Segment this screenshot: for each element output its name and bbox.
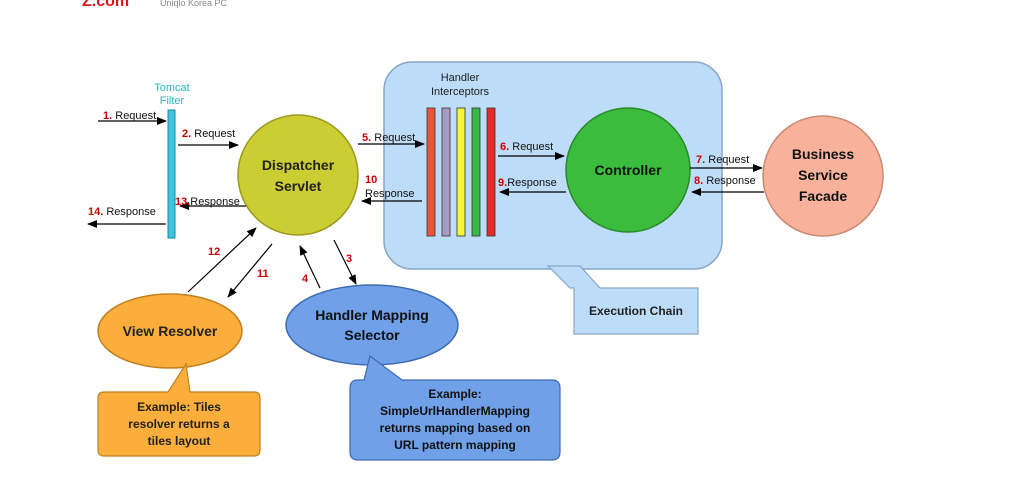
interceptor-bar-2 [441, 107, 451, 237]
handler-mapping-example-line2: SimpleUrlHandlerMapping [380, 404, 530, 418]
step-10-text: Response [365, 188, 415, 200]
interceptor-bar-3 [456, 107, 466, 237]
interceptor-bar-5 [486, 107, 496, 237]
business-service-facade-node [762, 115, 884, 237]
interceptors-line2: Interceptors [431, 86, 490, 98]
handler-mapping-example-callout [349, 354, 561, 461]
tomcat-filter-line1: Tomcat [154, 82, 189, 94]
view-resolver-example-callout [97, 362, 261, 457]
step-9-label: 9.Response [498, 177, 557, 189]
dispatcher-servlet-node [237, 114, 359, 236]
step-6-label: 6. Request [500, 141, 553, 153]
handler-mapping-line1: Handler Mapping [315, 307, 429, 323]
view-resolver-example-line3: tiles layout [148, 434, 211, 448]
controller-node [565, 107, 691, 233]
step-11-number: 11 [257, 268, 269, 280]
step-8-label: 8. Response [694, 175, 756, 187]
step-5-label: 5. Request [362, 132, 415, 144]
interceptors-line1: Handler [441, 72, 480, 84]
view-resolver-label: View Resolver [123, 323, 218, 339]
step-10-number: 10 [365, 174, 377, 186]
step-7-label: 7. Request [696, 154, 749, 166]
tomcat-filter-bar [167, 109, 176, 239]
step-14-label: 14. Response [88, 206, 156, 218]
arrow-step-11 [227, 243, 273, 298]
handler-mapping-line2: Selector [344, 327, 400, 343]
business-line2: Service [798, 167, 848, 183]
execution-chain-label: Execution Chain [589, 304, 683, 318]
arrow-step-3 [333, 239, 357, 285]
step-13-label: 13.Response [175, 196, 240, 208]
logo-text: Z.com [82, 0, 129, 10]
arrow-step-12 [187, 227, 257, 293]
step-2-label: 2. Request [182, 128, 235, 140]
handler-mapping-example-line1: Example: [428, 387, 481, 401]
flow-arrows [87, 117, 764, 298]
handler-mapping-selector-node [285, 284, 459, 366]
view-resolver-example-line2: resolver returns a [128, 417, 230, 431]
interceptor-bar-1 [426, 107, 436, 237]
step-3-number: 3 [346, 253, 352, 265]
execution-chain-callout [546, 265, 699, 335]
arrow-step-4 [299, 245, 321, 289]
header-subtitle: Uniqlo Korea PC [160, 0, 228, 8]
dispatcher-line2: Servlet [275, 178, 322, 194]
handler-mapping-example-line4: URL pattern mapping [394, 438, 516, 452]
business-line1: Business [792, 146, 854, 162]
step-4-number: 4 [302, 273, 309, 285]
view-resolver-example-line1: Example: Tiles [137, 400, 221, 414]
interceptor-bars [426, 107, 496, 237]
controller-label: Controller [595, 162, 662, 178]
business-line3: Facade [799, 188, 847, 204]
handler-mapping-example-line3: returns mapping based on [380, 421, 531, 435]
interceptor-bar-4 [471, 107, 481, 237]
dispatcher-line1: Dispatcher [262, 157, 335, 173]
tomcat-filter-line2: Filter [160, 95, 185, 107]
step-12-number: 12 [208, 246, 220, 258]
step-1-label: 1. Request [103, 110, 156, 122]
view-resolver-node [97, 293, 243, 369]
